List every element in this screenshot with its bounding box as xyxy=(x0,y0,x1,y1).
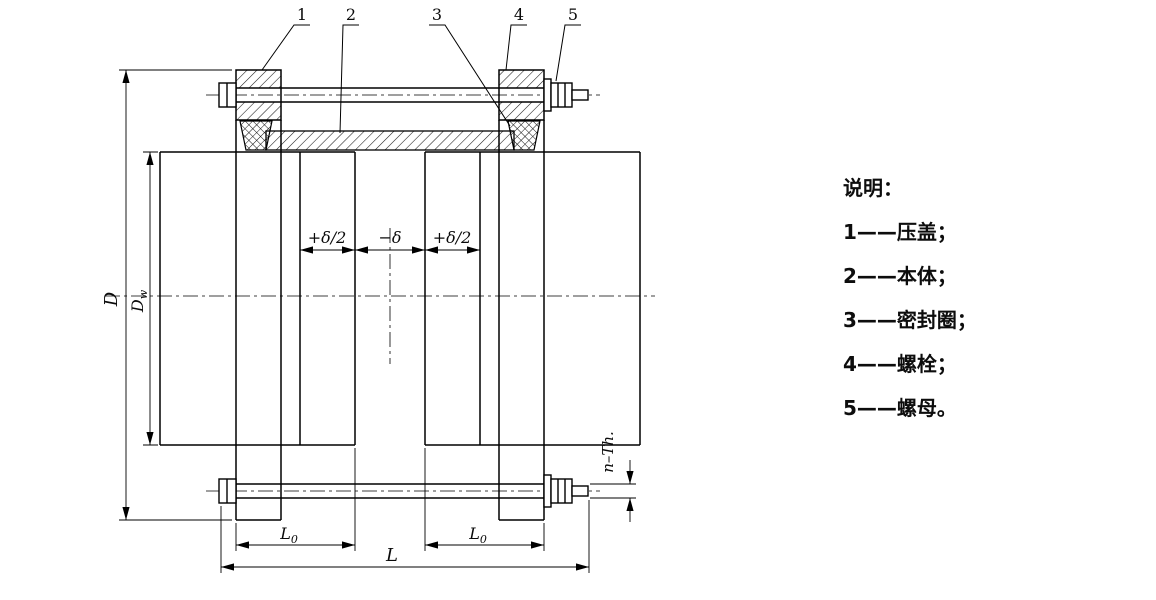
legend-item-3: 3——密封圈； xyxy=(843,308,977,332)
bottom-nut-facets xyxy=(557,479,566,503)
callout-leader-3 xyxy=(429,24,511,127)
ext-lines-D xyxy=(119,69,232,521)
bottom-bolt xyxy=(218,474,589,508)
dim-label-delta-mid: −δ xyxy=(378,228,401,247)
seal-ring-right xyxy=(507,120,541,151)
gland-left-flange xyxy=(235,120,282,521)
dim-label-delta-right: +δ/2 xyxy=(433,228,472,247)
top-bolt-tail xyxy=(571,89,589,101)
body-stop-lines xyxy=(299,152,481,445)
callout-leaders xyxy=(261,24,581,134)
legend-item-2: 2——本体； xyxy=(843,264,957,288)
gland-left-hatch-upper xyxy=(236,70,281,88)
dim-label-Dw: Dw xyxy=(128,289,150,313)
gland-right-hatch-lower xyxy=(499,102,544,120)
bottom-bolt-washer xyxy=(543,474,552,508)
dim-label-L0-right: L0 xyxy=(468,524,487,546)
top-nut-facets xyxy=(557,83,566,107)
top-nut xyxy=(550,82,573,108)
top-bolt xyxy=(218,78,589,112)
callout-leader-4 xyxy=(505,24,527,71)
gland-right-flange xyxy=(498,120,545,521)
left-pipe-outline xyxy=(159,151,356,446)
gland-left-hatch-lower xyxy=(236,102,281,120)
dim-label-L: L xyxy=(385,545,398,566)
dim-label-n-th: n–Th. xyxy=(599,431,617,473)
ext-lines-L xyxy=(220,500,590,573)
legend-item-4: 4——螺栓； xyxy=(843,352,957,376)
callout-number-5: 5 xyxy=(568,5,578,24)
callout-number-2: 2 xyxy=(346,5,356,24)
callout-leader-5 xyxy=(555,24,581,82)
center-lines xyxy=(105,94,655,492)
dimensions xyxy=(119,69,636,573)
legend: 说明： 1——压盖； 2——本体； 3——密封圈； 4——螺栓； 5——螺母。 xyxy=(843,166,977,430)
legend-item-5: 5——螺母。 xyxy=(843,396,957,420)
seal-ring-left xyxy=(239,120,273,151)
bottom-nut xyxy=(550,478,573,504)
right-pipe-outline xyxy=(424,151,641,446)
callout-number-4: 4 xyxy=(514,5,524,24)
legend-item-1: 1——压盖； xyxy=(843,220,957,244)
coupling-body xyxy=(265,130,515,151)
pipes xyxy=(159,151,641,446)
bottom-bolt-tail xyxy=(571,485,589,497)
dim-label-D: D xyxy=(101,291,122,307)
legend-title: 说明： xyxy=(843,176,903,200)
callout-number-1: 1 xyxy=(297,5,307,24)
seal-rings xyxy=(239,120,541,151)
ext-lines-L0-right xyxy=(424,448,545,551)
callout-leader-2 xyxy=(339,24,359,134)
top-bolt-shaft xyxy=(236,87,544,103)
callout-number-3: 3 xyxy=(432,5,442,24)
dim-label-delta-left: +δ/2 xyxy=(308,228,347,247)
dim-label-L0-left: L0 xyxy=(279,524,298,546)
callout-leader-1 xyxy=(261,24,310,71)
bottom-bolt-shaft xyxy=(236,483,544,499)
body-section-band xyxy=(265,130,515,151)
gland-right-hatch-upper xyxy=(499,70,544,88)
top-bolt-washer xyxy=(543,78,552,112)
